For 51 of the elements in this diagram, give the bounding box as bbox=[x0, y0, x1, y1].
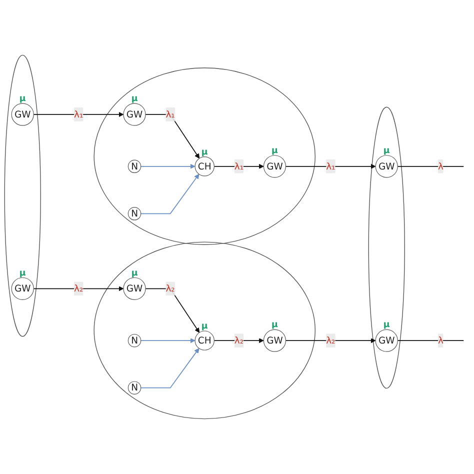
node-circle: CH bbox=[194, 156, 214, 176]
node-label: μ bbox=[201, 322, 208, 332]
node-circle: GW bbox=[123, 103, 146, 126]
connector bbox=[397, 340, 464, 342]
node-circle: GW bbox=[11, 103, 34, 126]
cluster-circle bbox=[94, 68, 316, 245]
node-circle: GW bbox=[263, 329, 286, 352]
node-circle: GW bbox=[263, 155, 286, 178]
node-label: μ bbox=[19, 268, 26, 278]
arrow bbox=[140, 348, 200, 388]
edge-label: λ₁ bbox=[166, 108, 175, 120]
node-label: μ bbox=[19, 94, 26, 104]
node-circle: CH bbox=[194, 330, 214, 350]
arrow bbox=[140, 338, 196, 344]
node-label: μ bbox=[272, 320, 278, 330]
node-label: μ bbox=[383, 320, 390, 330]
connector bbox=[397, 166, 464, 167]
arrow bbox=[285, 164, 376, 169]
node-circle: N bbox=[128, 207, 142, 220]
node-circle: N bbox=[128, 160, 142, 173]
node-circle: N bbox=[128, 334, 142, 348]
node-label: μ bbox=[201, 148, 208, 158]
node-label: μ bbox=[383, 146, 390, 156]
arrow bbox=[140, 174, 200, 214]
arrow bbox=[145, 114, 200, 159]
edge-label: λ bbox=[438, 160, 444, 172]
node-circle: GW bbox=[375, 155, 398, 178]
node-label: μ bbox=[131, 94, 138, 104]
node-circle: GW bbox=[123, 277, 146, 300]
arrow bbox=[33, 112, 124, 117]
cluster-circle bbox=[4, 54, 41, 337]
edge-label: λ₁ bbox=[74, 108, 84, 120]
arrow bbox=[285, 338, 376, 344]
arrow bbox=[145, 288, 200, 333]
node-circle: N bbox=[128, 381, 142, 394]
arrow bbox=[33, 286, 124, 292]
node-circle: GW bbox=[375, 329, 398, 352]
arrow bbox=[214, 338, 264, 344]
cluster-circle bbox=[94, 242, 316, 420]
edge-label: λ₂ bbox=[166, 282, 175, 294]
arrow bbox=[140, 164, 196, 169]
edge-label: λ₂ bbox=[74, 282, 84, 294]
edge-label: λ₁ bbox=[234, 160, 244, 172]
cluster-circle bbox=[368, 106, 405, 389]
node-label: μ bbox=[272, 146, 278, 156]
edge-label: λ₁ bbox=[326, 160, 336, 172]
edge-label: λ₂ bbox=[326, 334, 336, 346]
node-circle: GW bbox=[11, 277, 34, 300]
node-label: μ bbox=[131, 268, 138, 278]
edge-label: λ₂ bbox=[234, 334, 244, 346]
edge-label: λ bbox=[438, 334, 444, 346]
